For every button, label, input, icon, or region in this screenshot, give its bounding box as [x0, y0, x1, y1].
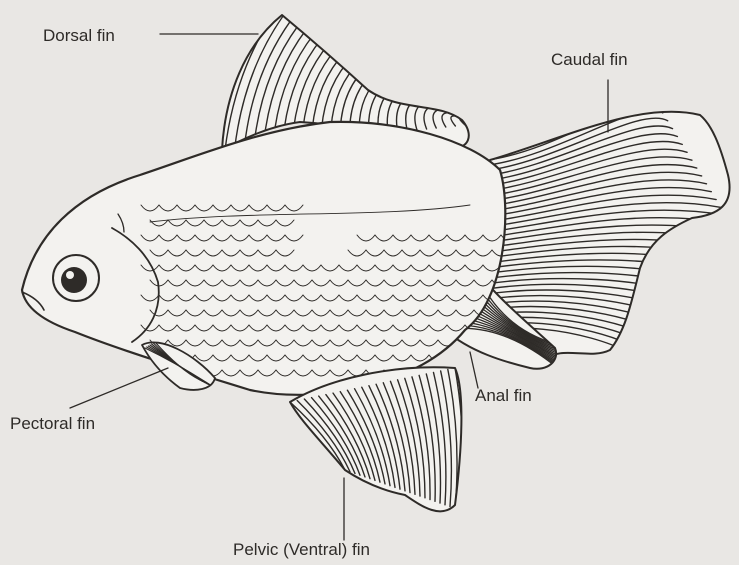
- pectoral-leader: [70, 368, 168, 408]
- anal-fin-label: Anal fin: [475, 386, 532, 406]
- pectoral-fin-label: Pectoral fin: [10, 414, 95, 434]
- pelvic-fin-label: Pelvic (Ventral) fin: [233, 540, 370, 560]
- dorsal-fin-label: Dorsal fin: [43, 26, 115, 46]
- caudal-fin-label: Caudal fin: [551, 50, 628, 70]
- eye: [53, 255, 99, 301]
- anal-leader: [470, 352, 478, 388]
- pelvic-fin: [290, 367, 463, 511]
